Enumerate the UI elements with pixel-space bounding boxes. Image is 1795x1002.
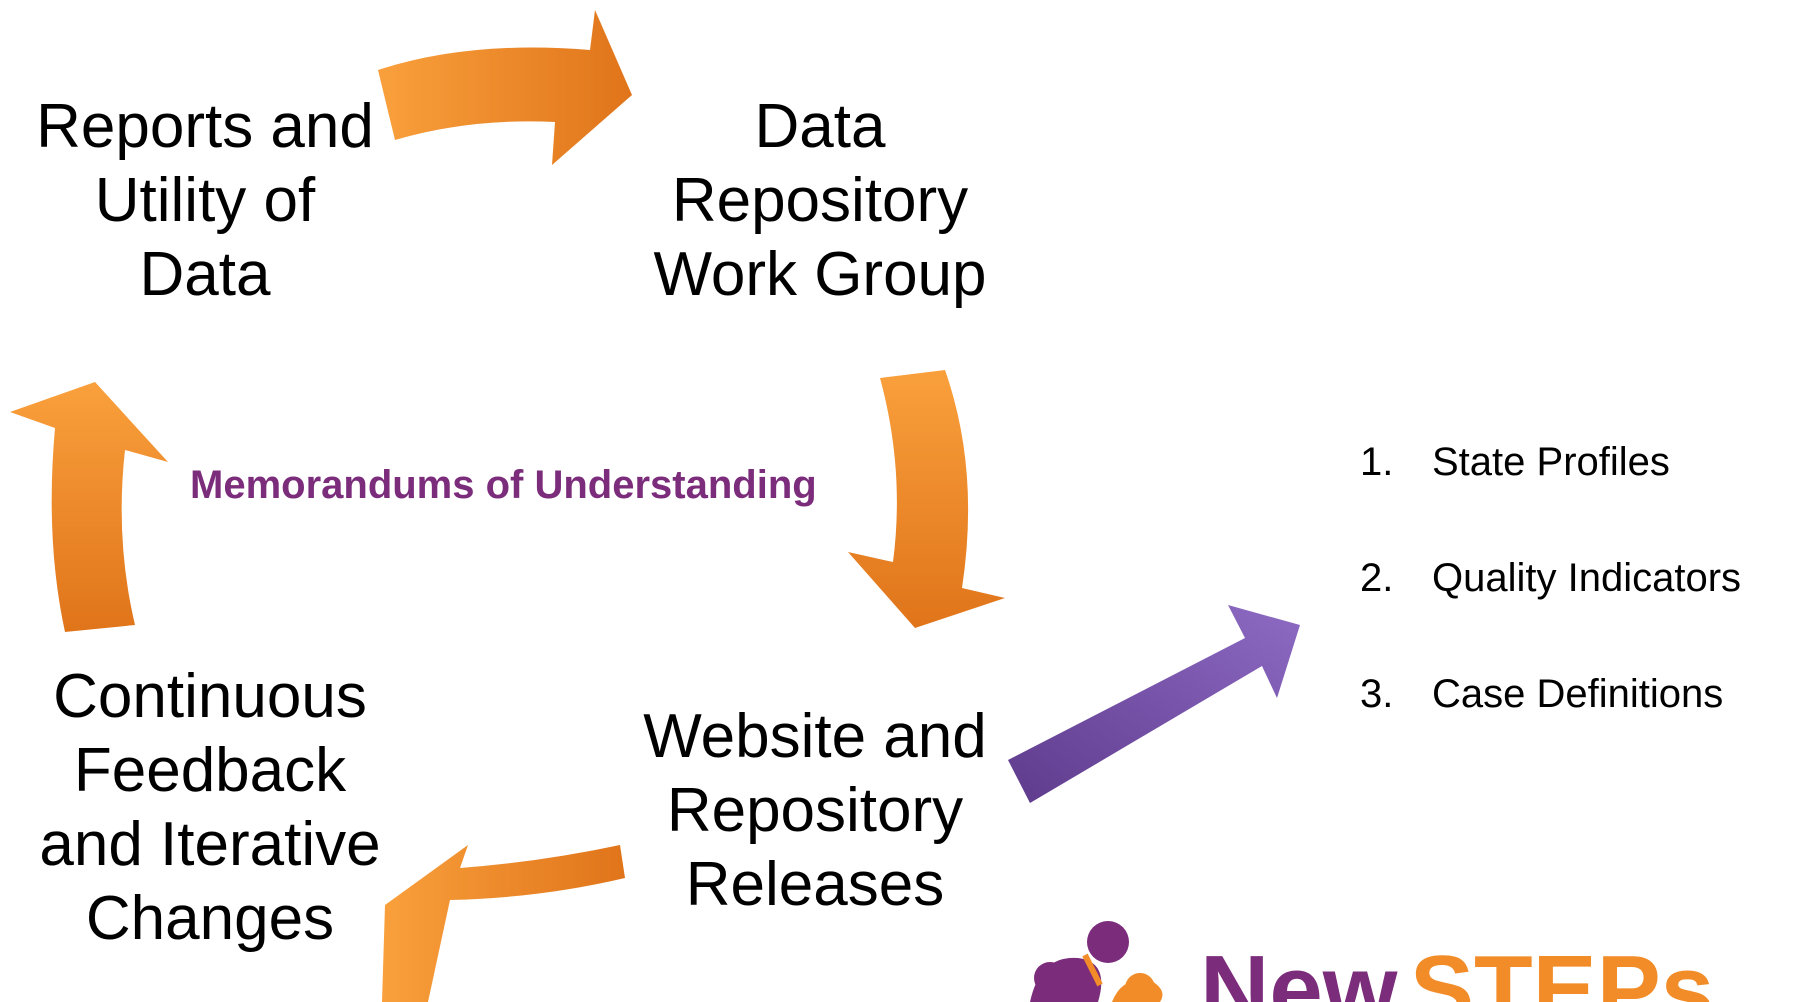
cycle-arrow-right — [848, 370, 1005, 628]
list-item-number: 3. — [1360, 672, 1394, 716]
list-item: 2. Quality Indicators — [1360, 556, 1741, 672]
outputs-list: 1. State Profiles 2. Quality Indicators 3.… — [1360, 440, 1741, 788]
node-line: Feedback — [73, 736, 347, 805]
logo-text-steps: STEPs — [1410, 936, 1714, 1002]
list-item-label: Quality Indicators — [1432, 556, 1742, 600]
node-website-releases: Website and Repository Releases — [600, 700, 1030, 922]
node-continuous-feedback: Continuous Feedback and Iterative Change… — [10, 660, 410, 956]
center-label-mou: Memorandums of Understanding — [190, 463, 817, 507]
newsteps-logo: New STEPs — [1030, 921, 1714, 1002]
list-item-number: 1. — [1360, 440, 1394, 484]
node-line: Work Group — [653, 240, 987, 309]
node-line: Releases — [685, 850, 945, 919]
node-line: Utility of — [94, 166, 316, 235]
node-line: Changes — [85, 884, 335, 953]
node-data-repository-work-group: Data Repository Work Group — [610, 90, 1030, 312]
node-line: Repository — [671, 166, 969, 235]
node-line: Website and — [643, 702, 987, 771]
outputs-arrow — [1008, 605, 1300, 803]
cycle-arrow-left — [10, 382, 168, 632]
cycle-arrow-bottom — [382, 845, 625, 1002]
node-line: Repository — [666, 776, 964, 845]
node-reports-utility: Reports and Utility of Data — [10, 90, 400, 312]
cycle-arrow-top — [378, 10, 632, 165]
list-item: 3. Case Definitions — [1360, 672, 1741, 788]
list-item-number: 2. — [1360, 556, 1394, 600]
logo-text-new: New — [1200, 936, 1398, 1002]
logo-figures-icon — [1030, 921, 1163, 1002]
list-item-label: State Profiles — [1432, 440, 1670, 484]
list-item-label: Case Definitions — [1432, 672, 1724, 716]
node-line: Reports and — [36, 92, 374, 161]
node-line: Continuous — [53, 662, 367, 731]
list-item: 1. State Profiles — [1360, 440, 1741, 556]
node-line: Data — [754, 92, 886, 161]
node-line: and Iterative — [39, 810, 381, 879]
node-line: Data — [139, 240, 271, 309]
